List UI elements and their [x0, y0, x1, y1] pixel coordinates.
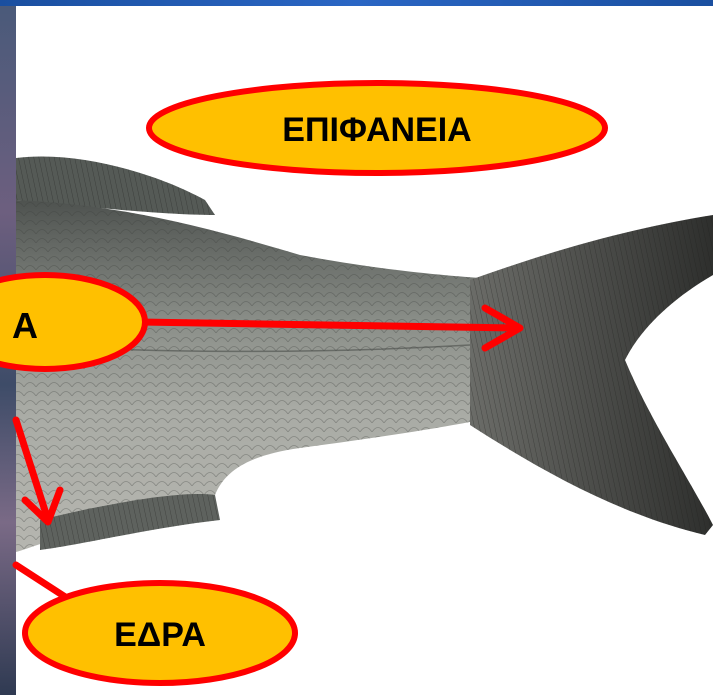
label-surface-text: ΕΠΙΦΑΝΕΙΑ — [282, 111, 471, 149]
label-middle-text: Α — [12, 305, 38, 346]
label-base-text: ΕΔΡΑ — [114, 616, 206, 654]
pointer-line-base — [16, 565, 70, 600]
label-base: ΕΔΡΑ — [25, 583, 295, 683]
label-surface: ΕΠΙΦΑΝΕΙΑ — [149, 83, 605, 173]
